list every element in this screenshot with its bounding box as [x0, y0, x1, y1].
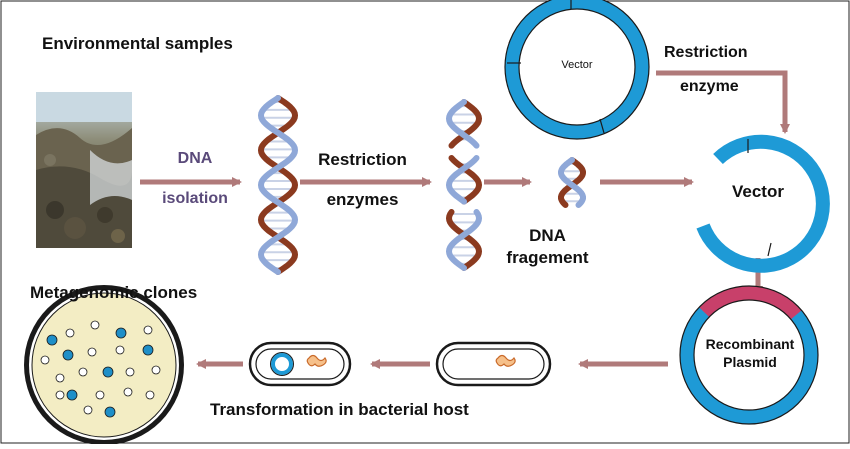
label-recombinant: Recombinant: [705, 336, 795, 352]
recombinant-plasmid: [679, 285, 819, 425]
dna-helix-fragmented: [445, 99, 483, 271]
label-restriction-vector: Restriction: [664, 44, 748, 61]
colony: [55, 373, 65, 383]
vector-plasmid: [504, 0, 650, 140]
colony: [46, 334, 58, 346]
label-metagenomic-clones: Metagenomic clones: [30, 283, 198, 302]
colony: [142, 344, 154, 356]
insert-dna-icon: [495, 354, 516, 367]
label-dna: DNA: [177, 150, 213, 167]
colony: [87, 347, 97, 357]
colony: [55, 390, 65, 400]
colony: [125, 367, 135, 377]
dna-helix-genomic: [257, 95, 299, 275]
label-isolation: isolation: [162, 190, 228, 207]
colony: [62, 349, 74, 361]
colony: [65, 328, 75, 338]
environmental-sample-photo: [36, 92, 132, 248]
label-fragement: fragement: [506, 248, 589, 267]
label-restriction: Restriction: [318, 150, 407, 169]
dna-fragment-helix: [558, 157, 586, 208]
arrow-vector-cut: [656, 70, 790, 134]
colony: [123, 387, 133, 397]
label-enzyme-vector: enzyme: [680, 78, 739, 95]
colony: [95, 390, 105, 400]
colony: [90, 320, 100, 330]
label-vector-cut: Vector: [732, 182, 784, 201]
cut-vector: [696, 134, 830, 273]
colony: [104, 406, 116, 418]
petri-dish: [24, 285, 184, 445]
label-plasmid: Plasmid: [723, 354, 777, 370]
colony: [40, 355, 50, 365]
title-environmental-samples: Environmental samples: [42, 34, 233, 53]
colony: [145, 390, 155, 400]
colony: [83, 405, 93, 415]
label-dna-fragment: DNA: [529, 226, 566, 245]
bacterium-with-insert: [435, 341, 552, 387]
colony: [102, 366, 114, 378]
colony: [66, 389, 78, 401]
label-enzymes: enzymes: [326, 190, 399, 209]
colony: [78, 367, 88, 377]
label-transformation: Transformation in bacterial host: [210, 400, 469, 419]
colony: [151, 365, 161, 375]
colony: [143, 325, 153, 335]
bacterium-host: [248, 341, 352, 387]
colony: [115, 327, 127, 339]
label-vector-intact: Vector: [561, 59, 593, 71]
insert-dna-icon-host: [306, 354, 327, 367]
colony: [115, 345, 125, 355]
